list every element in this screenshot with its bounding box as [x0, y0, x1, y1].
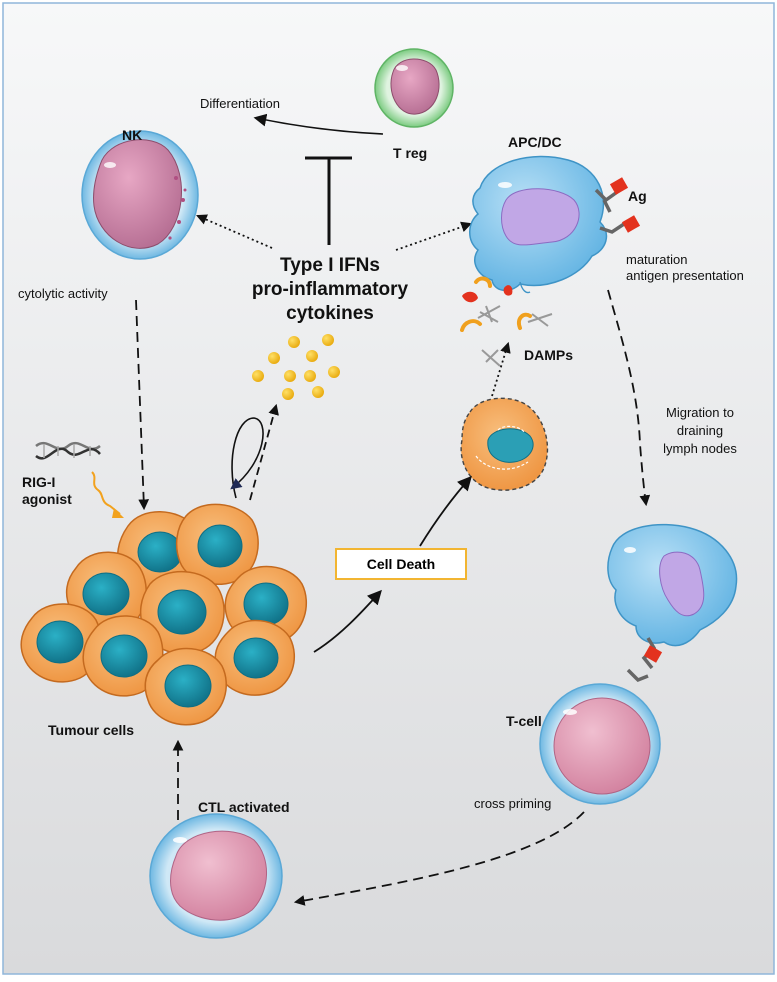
- tumour-cell: [82, 615, 164, 697]
- cell-death-box: Cell Death: [335, 548, 467, 580]
- label-ag: Ag: [628, 188, 647, 204]
- label-tumour-cells: Tumour cells: [48, 722, 135, 738]
- label-ctl-activated: CTL activated: [198, 799, 290, 815]
- immune-synapse: [626, 637, 663, 683]
- tumour-cell: [175, 503, 259, 585]
- tumour-cell: [144, 647, 227, 726]
- dying-tumour-cell: [460, 397, 549, 491]
- migrated-dc-cell: [607, 523, 738, 647]
- label-differentiation: Differentiation: [200, 96, 280, 111]
- autocrine-loop-arrow: [230, 417, 264, 499]
- tumour-cell: [139, 571, 225, 655]
- label-rig-i-agonist: RIG-I agonist: [22, 474, 72, 508]
- ctl-cell: [149, 813, 283, 939]
- dying-to-damps-arrow: [491, 341, 511, 397]
- label-cross-priming: cross priming: [474, 796, 552, 811]
- label-migration-line2: draining: [676, 423, 724, 438]
- label-rig-i-line2: agonist: [22, 491, 72, 507]
- t-cell: [539, 683, 661, 805]
- nk-cell: [81, 130, 199, 260]
- cytokine-dots: [252, 334, 340, 400]
- tumour-to-cytokine-arrow: [249, 403, 279, 501]
- label-maturation: maturation: [626, 252, 688, 267]
- apc-dc-cell: [469, 155, 608, 294]
- label-migration-line1: Migration to: [666, 405, 734, 420]
- tumour-to-cell-death-arrow: [313, 589, 382, 653]
- label-migration-line3: lymph nodes: [663, 441, 737, 456]
- label-ifn-line3: cytokines: [286, 303, 374, 324]
- inhibition-bar: [305, 156, 352, 245]
- apc-receptor-antigen-2: [599, 215, 641, 234]
- rig-i-delivery-arrow: [91, 471, 121, 515]
- label-antigen-presentation: antigen presentation: [626, 268, 744, 283]
- label-ifn-line1: Type I IFNs: [280, 255, 380, 276]
- nk-to-tumour-arrow: [135, 299, 150, 511]
- label-nk: NK: [122, 127, 143, 143]
- tcell-to-ctl-arrow: [293, 811, 585, 906]
- differentiation-arrow: [253, 113, 384, 135]
- label-apc-dc: APC/DC: [508, 134, 562, 150]
- label-rig-i-line1: RIG-I: [22, 474, 56, 490]
- apc-migration-arrow: [607, 289, 651, 507]
- damps-particles: [460, 276, 553, 367]
- label-treg: T reg: [393, 145, 428, 161]
- treg-cell: [374, 48, 454, 128]
- label-ifn-line2: pro-inflammatory: [251, 279, 409, 300]
- label-migration: Migration to draining lymph nodes: [640, 404, 760, 458]
- tumour-cell: [20, 603, 102, 683]
- rig-i-agonist-dna: [35, 441, 101, 460]
- ifn-to-nk-arrow: [196, 214, 273, 249]
- label-ifn-title: Type I IFNs pro-inflammatory cytokines: [230, 254, 430, 326]
- label-cytolytic-activity: cytolytic activity: [18, 286, 108, 301]
- cell-death-to-dying-cell-arrow: [419, 475, 472, 547]
- label-t-cell: T-cell: [506, 713, 542, 729]
- ifn-to-apc-arrow: [395, 221, 473, 251]
- tumour-cell-cluster: [20, 503, 307, 726]
- apc-receptor-antigen-1: [594, 177, 629, 213]
- label-damps: DAMPs: [524, 347, 574, 363]
- rig-i-arrowhead: [112, 508, 124, 518]
- tumour-cell: [214, 619, 295, 696]
